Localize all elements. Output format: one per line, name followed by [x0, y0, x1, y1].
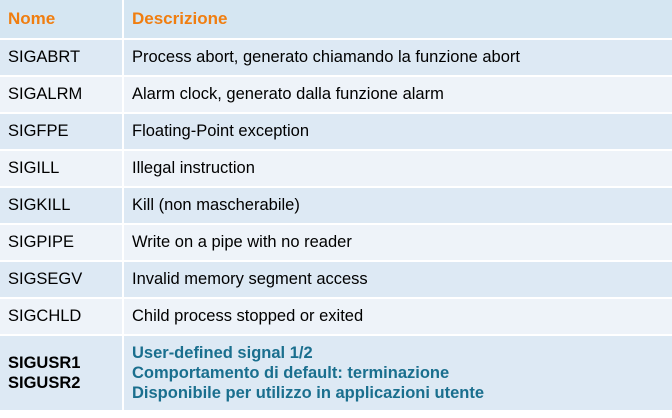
table-header-row: Nome Descrizione	[0, 0, 672, 40]
table-row: SIGABRT Process abort, generato chiamand…	[0, 39, 672, 77]
table-row: SIGSEGV Invalid memory segment access	[0, 261, 672, 299]
header-name: Nome	[0, 0, 124, 40]
desc-line-2: Comportamento di default: terminazione	[132, 364, 450, 382]
table-row: SIGPIPE Write on a pipe with no reader	[0, 224, 672, 262]
table-row: SIGFPE Floating-Point exception	[0, 113, 672, 151]
signal-name-usr1: SIGUSR1	[8, 354, 81, 372]
signal-name: SIGILL	[0, 150, 124, 188]
signal-description: Invalid memory segment access	[123, 261, 672, 299]
signal-name: SIGABRT	[0, 39, 124, 77]
signal-name: SIGALRM	[0, 76, 124, 114]
signal-description-group: User-defined signal 1/2 Comportamento di…	[123, 335, 672, 412]
signal-name-usr2: SIGUSR2	[8, 374, 81, 392]
desc-line-1: User-defined signal 1/2	[132, 344, 313, 362]
signal-description: Write on a pipe with no reader	[123, 224, 672, 262]
signal-description: Kill (non mascherabile)	[123, 187, 672, 225]
signal-name-group: SIGUSR1 SIGUSR2	[0, 335, 124, 412]
signal-name: SIGFPE	[0, 113, 124, 151]
header-description: Descrizione	[123, 0, 672, 40]
table-row: SIGILL Illegal instruction	[0, 150, 672, 188]
signal-description: Alarm clock, generato dalla funzione ala…	[123, 76, 672, 114]
table-row: SIGALRM Alarm clock, generato dalla funz…	[0, 76, 672, 114]
signal-name: SIGSEGV	[0, 261, 124, 299]
table-row-user-signals: SIGUSR1 SIGUSR2 User-defined signal 1/2 …	[0, 335, 672, 412]
signal-description: Process abort, generato chiamando la fun…	[123, 39, 672, 77]
signal-name: SIGKILL	[0, 187, 124, 225]
signal-description: Child process stopped or exited	[123, 298, 672, 336]
desc-line-3: Disponibile per utilizzo in applicazioni…	[132, 384, 485, 402]
signal-description: Illegal instruction	[123, 150, 672, 188]
table-row: SIGCHLD Child process stopped or exited	[0, 298, 672, 336]
signal-description: Floating-Point exception	[123, 113, 672, 151]
table-row: SIGKILL Kill (non mascherabile)	[0, 187, 672, 225]
signal-name: SIGPIPE	[0, 224, 124, 262]
signal-name: SIGCHLD	[0, 298, 124, 336]
